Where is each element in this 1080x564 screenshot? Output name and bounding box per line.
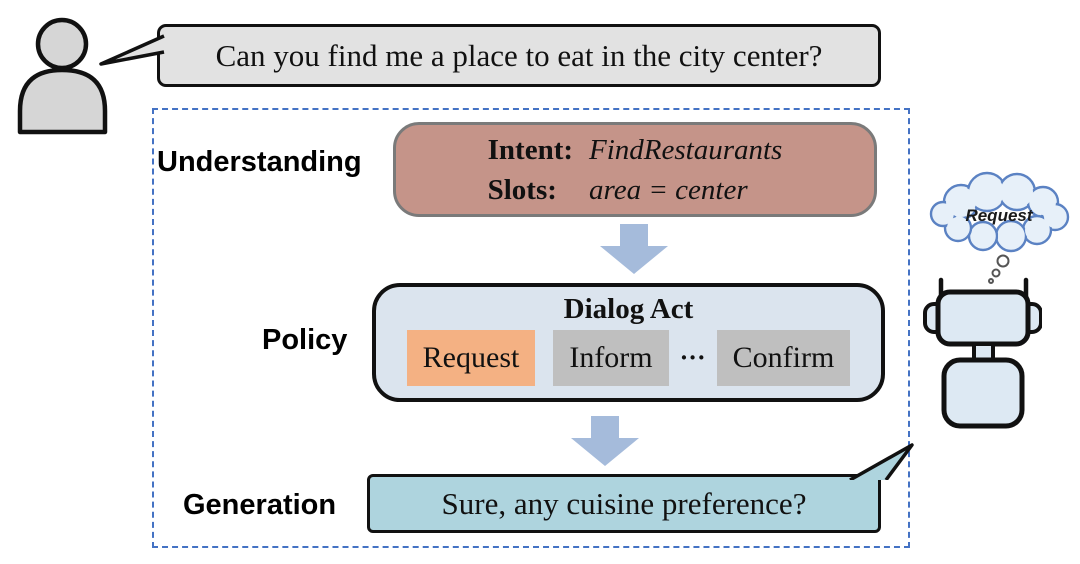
slots-field-value: area = center — [589, 173, 748, 206]
dialog-act-title: Dialog Act — [563, 293, 694, 325]
person-icon — [17, 17, 108, 135]
act-inform: Inform — [553, 330, 669, 386]
speech-tail-icon — [99, 34, 165, 66]
system-response-text: Sure, any cuisine preference? — [441, 485, 807, 521]
act-confirm: Confirm — [716, 330, 851, 386]
understanding-label: Understanding — [157, 146, 362, 178]
speech-tail-icon — [849, 443, 914, 480]
intent-field-name: Intent: — [487, 133, 574, 166]
slots-field-name: Slots: — [487, 173, 557, 206]
down-block-arrow-icon — [600, 224, 668, 274]
policy-label: Policy — [262, 324, 348, 356]
pipeline-frame — [152, 108, 910, 548]
understanding-box: Intent: FindRestaurants Slots: area = ce… — [393, 122, 877, 217]
system-response-bubble: Sure, any cuisine preference? — [367, 474, 881, 533]
intent-field-value: FindRestaurants — [589, 133, 783, 166]
generation-label: Generation — [183, 489, 337, 521]
policy-box: Dialog Act Request Inform ··· Confirm — [372, 283, 885, 402]
ellipsis-text: ··· — [679, 343, 706, 372]
thought-cloud-icon: Request — [929, 171, 1070, 284]
act-request: Request — [406, 330, 536, 386]
robot-thought-text: Request — [965, 206, 1033, 225]
robot-icon — [923, 277, 1042, 429]
user-utterance-text: Can you find me a place to eat in the ci… — [215, 37, 823, 73]
thought-trail-icon — [988, 254, 1010, 284]
dialog-act-options: Request Inform ··· Confirm — [376, 330, 881, 386]
down-block-arrow-icon — [571, 416, 639, 466]
user-utterance-bubble: Can you find me a place to eat in the ci… — [157, 24, 881, 87]
